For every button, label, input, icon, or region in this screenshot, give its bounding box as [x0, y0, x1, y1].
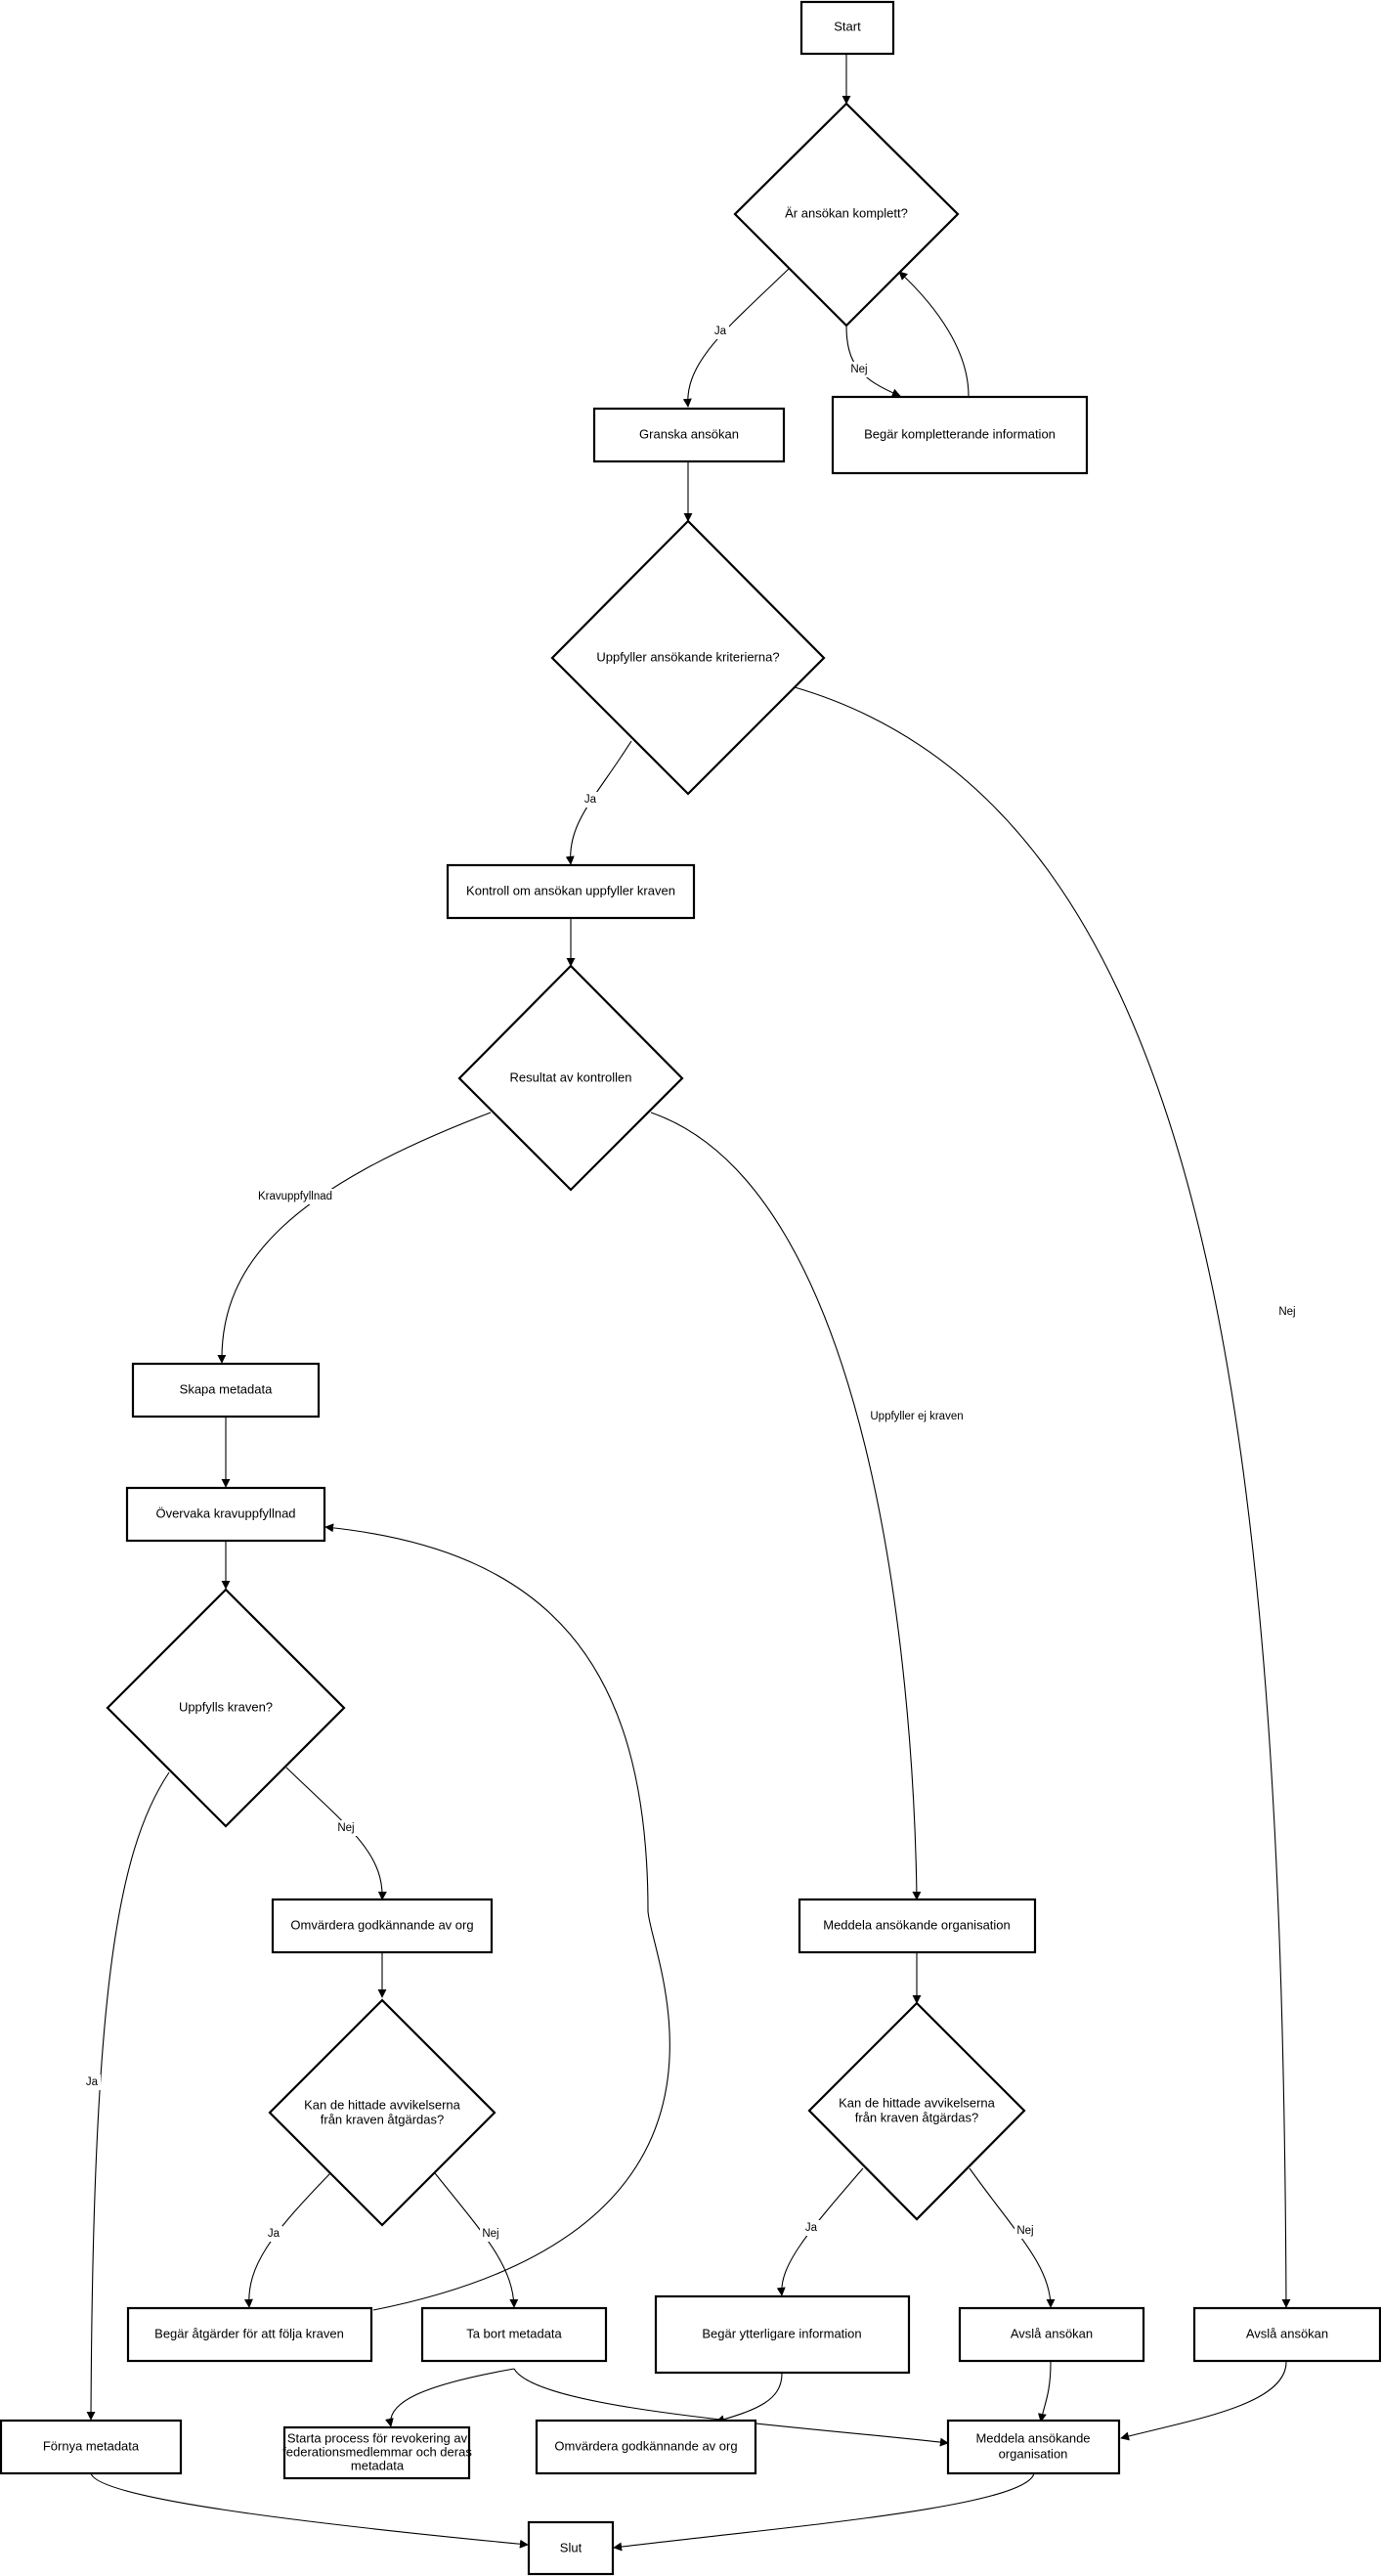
label-met-no: Nej — [335, 1820, 357, 1836]
request-more-info-node[interactable]: Begär ytterligare information — [654, 2294, 911, 2375]
svg-text:Meddela ansökande organisation: Meddela ansökande organisation — [823, 1917, 1011, 1932]
svg-text:Är ansökan komplett?: Är ansökan komplett? — [785, 205, 908, 220]
svg-text:Övervaka kravuppfyllnad: Övervaka kravuppfyllnad — [155, 1506, 295, 1520]
svg-text:metadata: metadata — [351, 2458, 405, 2472]
svg-text:Avslå ansökan: Avslå ansökan — [1011, 2326, 1093, 2340]
svg-text:Start: Start — [834, 19, 861, 33]
decision-complete[interactable]: Är ansökan komplett? — [733, 102, 960, 327]
svg-text:Nej: Nej — [337, 1822, 354, 1834]
label-criteria-yes: Ja — [582, 792, 599, 808]
svg-text:Nej: Nej — [482, 2228, 498, 2240]
svg-text:Nej: Nej — [1016, 2225, 1033, 2237]
svg-text:Starta process för revokering: Starta process för revokering av — [287, 2430, 468, 2445]
svg-text:Ja: Ja — [584, 794, 597, 806]
edge-remove-meta-to-revocation — [384, 2368, 515, 2427]
edge-result-fail-to-notify1 — [650, 1112, 922, 1900]
decision-requirements-met[interactable]: Uppfylls kraven? — [106, 1588, 346, 1828]
create-metadata-node[interactable]: Skapa metadata — [131, 1362, 321, 1419]
edge-reject2-to-notify2 — [1120, 2361, 1287, 2441]
svg-text:Omvärdera godkännande av org: Omvärdera godkännande av org — [554, 2438, 737, 2453]
svg-text:Slut: Slut — [560, 2540, 583, 2554]
svg-text:Ja: Ja — [86, 2076, 99, 2088]
label-complete-yes: Ja — [712, 324, 729, 339]
edge-complete-no-to-request-info — [845, 325, 901, 398]
label-fixable2-yes: Ja — [802, 2220, 820, 2236]
edge-fixable1-no-to-remove-meta — [434, 2172, 519, 2308]
svg-text:Ja: Ja — [714, 326, 727, 337]
svg-text:från kraven åtgärdas?: från kraven åtgärdas? — [321, 2112, 444, 2126]
svg-text:Nej: Nej — [850, 364, 867, 375]
edge-met-yes-to-renew — [86, 1771, 170, 2421]
svg-text:Förnya metadata: Förnya metadata — [43, 2438, 140, 2453]
label-met-yes: Ja — [83, 2074, 101, 2090]
svg-text:Granska ansökan: Granska ansökan — [639, 426, 739, 441]
edge-notify2-to-end — [613, 2472, 1035, 2552]
svg-text:Avslå ansökan: Avslå ansökan — [1246, 2326, 1328, 2340]
label-result-ok: Kravuppfyllnad — [257, 1189, 333, 1204]
svg-text:Uppfylls kraven?: Uppfylls kraven? — [179, 1699, 273, 1714]
decision-fixable-1[interactable]: Kan de hittade avvikelserna från kraven … — [268, 1998, 496, 2227]
label-result-fail: Uppfyller ej kraven — [870, 1409, 964, 1424]
decision-criteria[interactable]: Uppfyller ansökande kriterierna? — [550, 519, 826, 796]
edge-renew-to-end — [90, 2472, 529, 2549]
svg-text:från kraven åtgärdas?: från kraven åtgärdas? — [855, 2110, 978, 2124]
start-revocation-node[interactable]: Starta process för revokering av federat… — [282, 2425, 472, 2480]
svg-text:Ja: Ja — [805, 2222, 818, 2234]
edge-criteria-yes-to-check — [565, 740, 632, 865]
svg-text:organisation: organisation — [999, 2446, 1068, 2461]
edge-fixable2-no-to-reject1 — [969, 2167, 1056, 2308]
edge-reject1-to-notify2 — [1037, 2361, 1052, 2423]
label-fixable1-yes: Ja — [265, 2226, 282, 2242]
notify-applicant-node-1[interactable]: Meddela ansökande organisation — [798, 1898, 1037, 1954]
reassess-approval-node-1[interactable]: Omvärdera godkännande av org — [271, 1898, 494, 1954]
svg-text:Kan de hittade avvikelserna: Kan de hittade avvikelserna — [304, 2097, 460, 2112]
decision-fixable-2[interactable]: Kan de hittade avvikelserna från kraven … — [807, 2001, 1026, 2221]
end-node[interactable]: Slut — [527, 2520, 615, 2576]
label-complete-no: Nej — [848, 362, 870, 377]
svg-text:Ja: Ja — [268, 2228, 281, 2240]
review-application-node[interactable]: Granska ansökan — [592, 407, 786, 463]
reject-application-node-2[interactable]: Avslå ansökan — [1192, 2306, 1381, 2363]
request-actions-node[interactable]: Begär åtgärder för att följa kraven — [126, 2306, 373, 2363]
svg-text:Begär åtgärder för att följa k: Begär åtgärder för att följa kraven — [154, 2326, 344, 2340]
label-fixable2-no: Nej — [1014, 2223, 1036, 2239]
edge-request-more-to-reassess2 — [715, 2373, 783, 2424]
svg-text:Nej: Nej — [1278, 1306, 1295, 1318]
label-fixable1-no: Nej — [480, 2226, 501, 2242]
svg-text:federationsmedlemmar och deras: federationsmedlemmar och deras — [282, 2444, 472, 2459]
svg-text:Kan de hittade avvikelserna: Kan de hittade avvikelserna — [839, 2095, 995, 2110]
edge-complete-yes-to-review — [682, 267, 791, 408]
svg-text:Begär kompletterande informati: Begär kompletterande information — [864, 426, 1056, 441]
edge-criteria-no-to-reject2 — [794, 686, 1291, 2308]
svg-text:Resultat av kontrollen: Resultat av kontrollen — [509, 1070, 631, 1084]
notify-applicant-node-2[interactable]: Meddela ansökande organisation — [946, 2419, 1121, 2475]
svg-text:Kontroll om ansökan uppfyller: Kontroll om ansökan uppfyller kraven — [466, 883, 675, 897]
remove-metadata-node[interactable]: Ta bort metadata — [420, 2306, 608, 2363]
svg-text:Skapa metadata: Skapa metadata — [180, 1381, 273, 1396]
svg-text:Uppfyller ej kraven: Uppfyller ej kraven — [870, 1411, 963, 1422]
edge-fixable2-yes-to-request-more — [776, 2167, 864, 2296]
edge-request-actions-back-to-monitor — [324, 1523, 670, 2311]
decision-result[interactable]: Resultat av kontrollen — [457, 964, 684, 1192]
edge-met-no-to-reassess1 — [285, 1767, 387, 1900]
svg-text:Omvärdera godkännande av org: Omvärdera godkännande av org — [290, 1917, 473, 1932]
start-node[interactable]: Start — [799, 0, 895, 56]
renew-metadata-node[interactable]: Förnya metadata — [0, 2419, 183, 2475]
request-info-node[interactable]: Begär kompletterande information — [831, 395, 1089, 475]
check-requirements-node[interactable]: Kontroll om ansökan uppfyller kraven — [446, 863, 696, 920]
reject-application-node-1[interactable]: Avslå ansökan — [958, 2306, 1145, 2363]
label-criteria-no: Nej — [1276, 1304, 1298, 1320]
monitor-compliance-node[interactable]: Övervaka kravuppfyllnad — [125, 1486, 326, 1543]
edge-result-ok-to-create-meta — [217, 1112, 492, 1364]
edge-request-info-back-to-complete — [898, 271, 970, 397]
edge-fixable1-yes-to-request-actions — [243, 2172, 331, 2308]
svg-text:Kravuppfyllnad: Kravuppfyllnad — [258, 1191, 332, 1202]
svg-text:Uppfyller ansökande kriteriern: Uppfyller ansökande kriterierna? — [596, 649, 779, 664]
svg-text:Meddela ansökande: Meddela ansökande — [975, 2430, 1090, 2445]
edge-remove-meta-to-notify2 — [513, 2368, 949, 2447]
reassess-approval-node-2[interactable]: Omvärdera godkännande av org — [535, 2419, 757, 2475]
svg-text:Begär ytterligare information: Begär ytterligare information — [702, 2326, 861, 2340]
svg-text:Ta bort metadata: Ta bort metadata — [466, 2326, 562, 2340]
